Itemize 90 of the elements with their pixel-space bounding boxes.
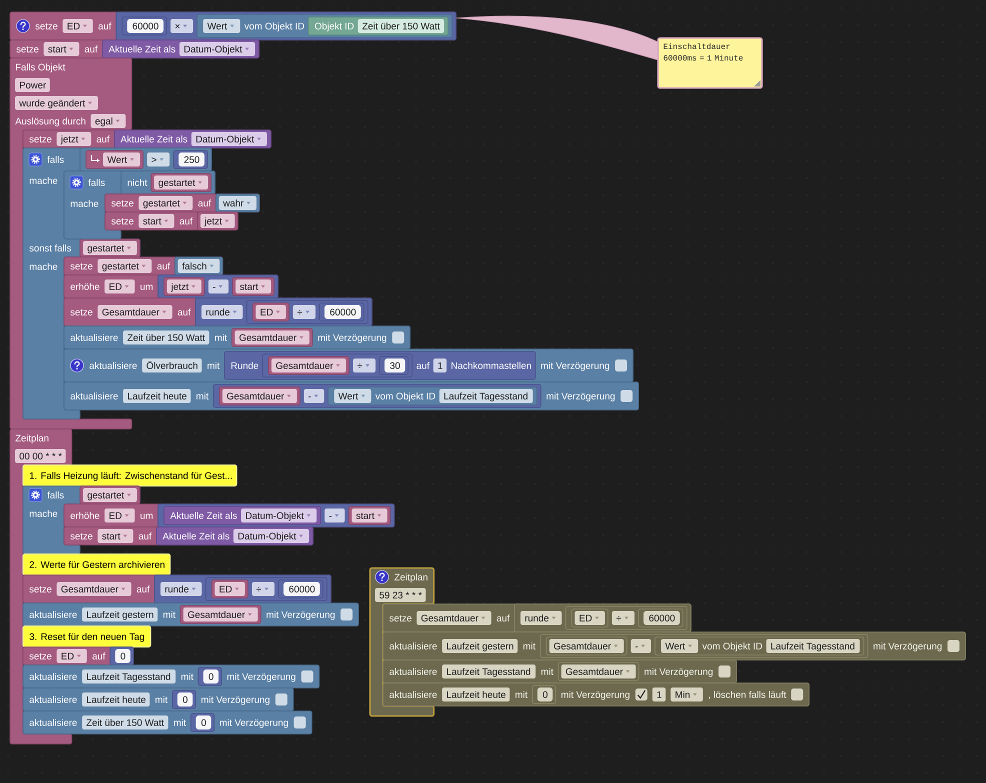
node-label: falls (47, 156, 64, 163)
comment-block: 1. Falls Heizung läuft: Zwischenstand für Gest... (22, 464, 238, 486)
node-label: mit Verzögerung (227, 673, 296, 682)
node-label: setze (111, 218, 134, 224)
comment-tail (456, 16, 658, 60)
node-label: mit Verzögerung (541, 362, 610, 371)
node-label: aktualisiere (90, 362, 137, 369)
node-label: mit Verzögerung (220, 719, 288, 728)
text-field: Power (15, 78, 50, 92)
variable-block: Gesamtdauer (558, 662, 640, 681)
node-label: aktualisiere (30, 719, 77, 726)
text-field: Zeit über 150 Watt (123, 330, 210, 344)
node-label: mit (174, 719, 186, 726)
dropdown-field: wurde geändert (15, 96, 98, 110)
node-label: mit Verzögerung (874, 642, 942, 652)
dropdown-field: Wert (661, 639, 698, 653)
number-block: 0 (198, 667, 222, 686)
node-label: mit Verzögerung (644, 668, 713, 677)
node-label: , löschen falls läuft (708, 691, 786, 700)
variable-block: Gesamtdauer (268, 356, 350, 375)
text-field: Laufzeit gestern (442, 639, 518, 653)
node-label: mit Verzögerung (202, 696, 270, 705)
node-label: auf (198, 200, 212, 206)
boolean-block: falsch (174, 256, 224, 276)
number-block: 0 (532, 685, 556, 704)
text-field: Laufzeit Tagesstand (82, 670, 176, 684)
variable-block: gestartet (80, 238, 140, 258)
node-label: auf (416, 362, 430, 369)
node-label: mit (523, 642, 536, 650)
node-label: mit Verzögerung (318, 334, 386, 343)
node-label: setze (111, 200, 134, 206)
text-field: Laufzeit Tagesstand (766, 639, 860, 653)
node-label: mit (163, 611, 176, 618)
node-label: aktualisiere (30, 673, 77, 680)
text-field: 59 23 * * * (375, 588, 426, 602)
node-label: aktualisiere (30, 696, 77, 703)
dropdown-field: start (138, 214, 174, 228)
number-block: 0 (110, 646, 134, 666)
comment-block: 2. Werte für Gestern archivieren (22, 554, 171, 576)
dropdown-field: Min (670, 688, 703, 702)
node-label: aktualisiere (390, 668, 437, 675)
text-field: Laufzeit heute (82, 692, 150, 706)
node-label: auf (157, 262, 170, 270)
node-label: aktualisiere (30, 611, 77, 618)
node-label: mit (208, 362, 220, 369)
node-label: mit (156, 696, 168, 703)
dropdown-field: gestartet (98, 259, 152, 273)
variable-block: Gesamtdauer (231, 328, 313, 347)
node-label: mit (215, 334, 227, 341)
sticky-note: Einschaltdauer 60000ms = 1 Minute (657, 37, 763, 89)
boolean-block: wahr (215, 194, 260, 212)
node-label: setze (29, 653, 52, 660)
node-label: mache (30, 177, 58, 184)
text-field: Laufzeit gestern (82, 608, 158, 622)
node-label: Falls Objekt (16, 64, 66, 72)
text-field: Laufzeit Tagesstand (442, 664, 536, 678)
node-label: aktualisiere (390, 691, 437, 698)
node-label: aktualisiere (390, 642, 437, 650)
text-field: 00 00 * * * (15, 449, 66, 463)
number-block: 0 (172, 690, 196, 709)
comment-block: 3. Reset für den neuen Tag (22, 626, 152, 648)
variable-block: Gesamtdauer (546, 636, 628, 656)
text-field: Laufzeit heute (442, 688, 510, 702)
node-label: mit (181, 673, 194, 680)
dropdown-field: gestartet (138, 196, 193, 210)
variable-block: Gesamtdauer (180, 605, 262, 624)
node-label: aktualisiere (70, 334, 118, 341)
node-label: mache (30, 263, 58, 270)
node-label: mit (541, 668, 554, 675)
number-block: 0 (190, 713, 215, 732)
node-label: Auslösung durch (15, 118, 86, 126)
node-label: Nachkommastellen (452, 362, 531, 369)
node-label: auf (92, 652, 106, 660)
text-field: Zeit über 150 Watt (82, 716, 168, 730)
variable-block: jetzt (197, 212, 238, 230)
node-label: mit (516, 691, 528, 698)
number-block: 30 (379, 356, 408, 375)
text-field: Ölverbrauch (142, 358, 202, 372)
dropdown-field: ED (56, 649, 87, 663)
node-label: auf (180, 218, 193, 224)
trigger-value-block: Wert (86, 150, 144, 169)
node-label: setze (70, 263, 92, 270)
variable-block: gestartet (80, 486, 140, 504)
node-label: mit Verzögerung (266, 611, 335, 620)
node-label: sonst falls (29, 244, 72, 252)
variable-block: gestartet (150, 173, 212, 192)
node-label: Runde (231, 362, 258, 369)
number-block: 250 (173, 150, 208, 169)
node-label: mit Verzögerung (562, 691, 630, 700)
dropdown-field: > (147, 152, 170, 166)
